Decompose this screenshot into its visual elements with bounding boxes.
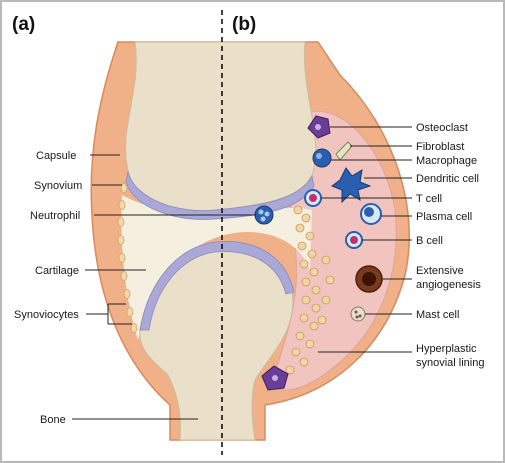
dendritic-cell: [330, 167, 372, 204]
label-neutrophil: Neutrophil: [30, 210, 80, 222]
b-cell: [345, 231, 363, 249]
panel-label-b: (b): [232, 14, 256, 35]
synoviocytes-leader: [86, 303, 132, 325]
left-synoviocytes: [117, 183, 138, 333]
label-dendritic-cell: Dendritic cell: [416, 173, 479, 185]
label-fibroblast: Fibroblast: [416, 141, 464, 153]
label-plasma-cell: Plasma cell: [416, 211, 472, 223]
hyperplastic-lining-cells: [285, 205, 335, 375]
label-angiogenesis: angiogenesis: [416, 279, 481, 291]
label-osteoclast: Osteoclast: [416, 122, 468, 134]
osteoclast-cell: [307, 115, 331, 139]
osteoclast-cell-lower: [261, 365, 289, 391]
mast-cell: [350, 306, 366, 322]
panel-label-a: (a): [12, 14, 35, 35]
plasma-cell: [360, 203, 382, 225]
label-macrophage: Macrophage: [416, 155, 477, 167]
blood-vessel: [355, 265, 383, 293]
label-bone: Bone: [40, 414, 66, 426]
label-capsule: Capsule: [36, 150, 76, 162]
label-extensive: Extensive: [416, 265, 464, 277]
label-b-cell: B cell: [416, 235, 443, 247]
label-synovial-lining: synovial lining: [416, 357, 484, 369]
label-hyperplastic: Hyperplastic: [416, 343, 477, 355]
label-synoviocytes: Synoviocytes: [14, 309, 79, 321]
neutrophil-cell: [254, 205, 274, 225]
label-t-cell: T cell: [416, 193, 442, 205]
joint-space: [121, 195, 312, 340]
lower-cartilage: [139, 241, 295, 331]
macrophage-cell: [312, 148, 332, 168]
label-cartilage: Cartilage: [35, 265, 79, 277]
upper-bone: [125, 41, 317, 212]
t-cell: [304, 189, 322, 207]
label-synovium: Synovium: [34, 180, 82, 192]
label-mast-cell: Mast cell: [416, 309, 459, 321]
